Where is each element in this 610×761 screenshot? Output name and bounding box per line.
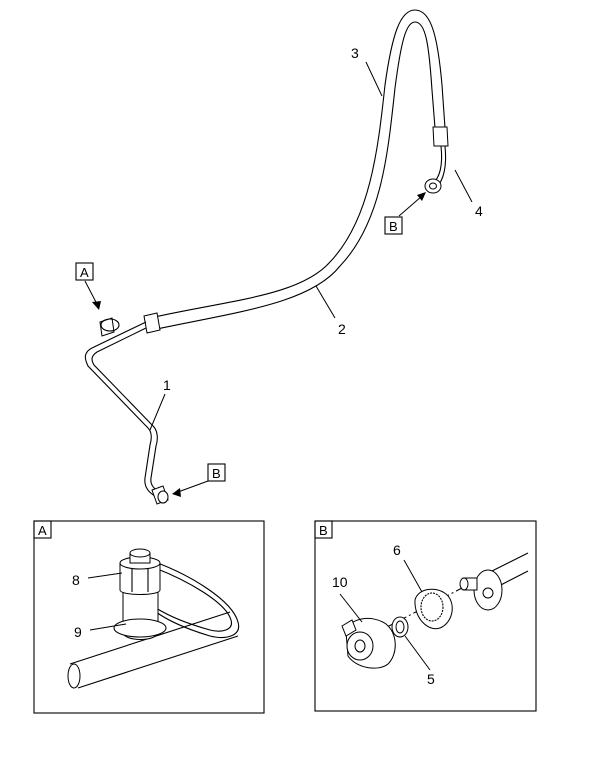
hose-part-2-3-inner xyxy=(151,21,436,331)
view-ref-b-upper: B xyxy=(384,192,426,235)
leader-8 xyxy=(87,572,123,579)
svg-text:B: B xyxy=(212,466,221,481)
leader-3 xyxy=(365,61,383,97)
leader-2 xyxy=(315,285,336,319)
tube-part-1 xyxy=(84,321,156,497)
detail-a-tag: A xyxy=(38,523,47,538)
leader-9 xyxy=(89,623,127,631)
fitting-body-a xyxy=(113,548,167,640)
tube-part-1-inner xyxy=(91,327,160,493)
callout-9: 9 xyxy=(74,624,82,640)
main-hose-assembly xyxy=(84,9,449,505)
leader-6 xyxy=(403,559,423,593)
fitting-lower xyxy=(151,485,169,505)
arrowhead-b-lower xyxy=(172,488,181,497)
detail-b-panel: B 6 10 5 xyxy=(314,520,537,712)
main-callouts: 3 4 2 1 xyxy=(149,45,483,431)
hose-crimp-left xyxy=(143,312,161,334)
tube-end-a xyxy=(67,663,81,689)
callout-2: 2 xyxy=(338,321,346,337)
leader-5 xyxy=(404,635,431,671)
arrowhead-b-upper xyxy=(417,192,426,201)
hose-part-2-3 xyxy=(149,9,446,319)
callout-1: 1 xyxy=(163,377,171,393)
callout-6: 6 xyxy=(393,542,401,558)
tube-part-4 xyxy=(431,145,443,185)
banjo-fitting-a xyxy=(99,317,120,337)
callout-4: 4 xyxy=(475,203,483,219)
washer-9 xyxy=(113,618,167,638)
gasket-6 xyxy=(414,588,453,630)
detail-a-panel: A 8 9 xyxy=(33,520,265,714)
nut-8 xyxy=(119,562,161,595)
callout-5: 5 xyxy=(427,671,435,687)
leader-10 xyxy=(339,593,363,623)
callout-8: 8 xyxy=(72,572,80,588)
detail-b-tag: B xyxy=(319,523,328,538)
leader-4 xyxy=(454,169,473,203)
arrowhead-a xyxy=(92,301,101,310)
callout-3: 3 xyxy=(351,45,359,61)
callout-10: 10 xyxy=(332,574,348,590)
hose-end-fitting-upper xyxy=(432,126,449,147)
fitting-b-upper xyxy=(424,178,442,194)
view-ref-a: A xyxy=(75,262,101,310)
svg-text:B: B xyxy=(389,219,398,234)
sensor-10 xyxy=(341,617,396,669)
clamp-loop-a xyxy=(154,561,240,639)
svg-text:A: A xyxy=(80,265,89,280)
view-ref-b-lower: B xyxy=(172,463,226,497)
leader-1 xyxy=(149,393,166,431)
